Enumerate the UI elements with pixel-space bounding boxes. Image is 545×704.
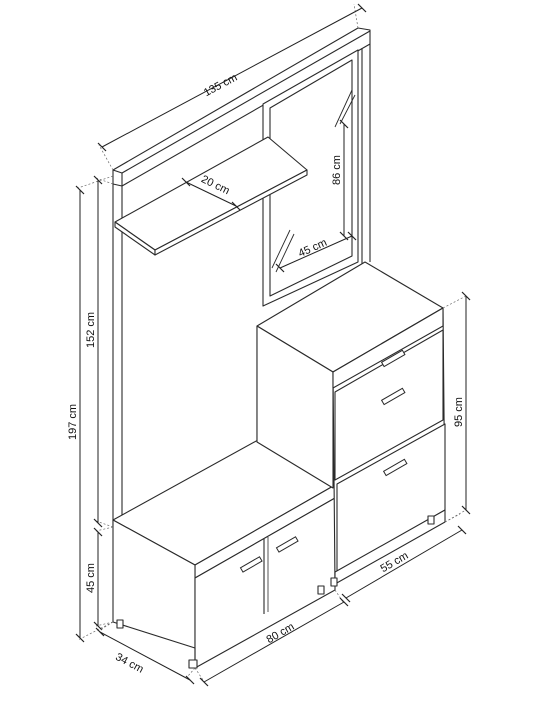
label-panel-height: 152 cm bbox=[85, 312, 97, 348]
dimension-total-height: 197 cm bbox=[67, 175, 114, 643]
bench-door-handles bbox=[239, 536, 299, 573]
label-mirror-height: 86 cm bbox=[331, 155, 343, 185]
mirror bbox=[262, 49, 359, 307]
dimension-panel-height: 152 cm bbox=[85, 175, 114, 528]
label-depth: 34 cm bbox=[113, 651, 145, 676]
label-total-height: 197 cm bbox=[67, 404, 79, 440]
shoe-cabinet bbox=[256, 261, 446, 587]
dimension-cabinet-height: 95 cm bbox=[442, 291, 471, 523]
dimension-bench-height: 45 cm bbox=[85, 526, 114, 631]
label-cabinet-height: 95 cm bbox=[453, 397, 465, 427]
cabinet-handles bbox=[380, 349, 408, 477]
label-bench-height: 45 cm bbox=[85, 563, 97, 593]
bench-unit bbox=[112, 439, 336, 669]
label-total-width: 135 cm bbox=[202, 72, 239, 100]
